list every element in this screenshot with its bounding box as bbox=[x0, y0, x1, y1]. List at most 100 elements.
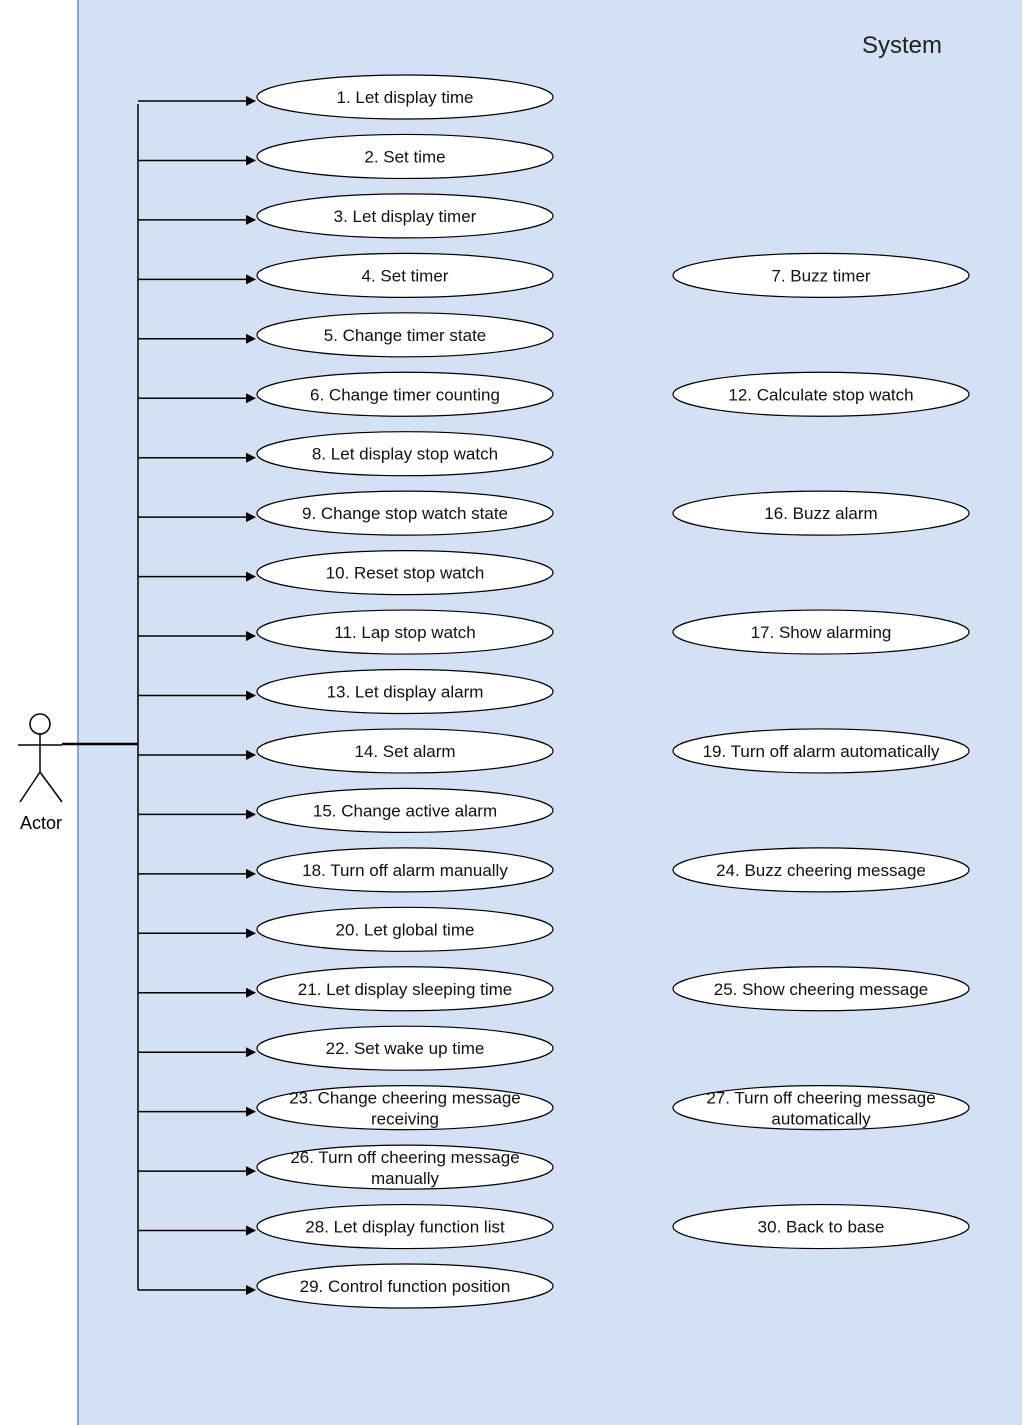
use-case-ellipse bbox=[672, 1203, 970, 1250]
use-case-ellipse bbox=[256, 1085, 554, 1131]
system-boundary bbox=[77, 0, 1022, 1425]
use-case-label: 21. Let display sleeping time bbox=[298, 980, 513, 999]
use-case-label: 17. Show alarming bbox=[751, 623, 892, 642]
use-case-right[interactable]: 19. Turn off alarm automatically bbox=[672, 728, 970, 774]
use-case-ellipse bbox=[672, 847, 970, 893]
use-case-right[interactable]: 12. Calculate stop watch bbox=[672, 371, 970, 417]
use-case-left[interactable]: 21. Let display sleeping time bbox=[256, 966, 554, 1012]
use-case-left[interactable]: 10. Reset stop watch bbox=[256, 549, 554, 596]
use-case-label: 24. Buzz cheering message bbox=[716, 861, 926, 880]
use-case-label: 2. Set time bbox=[364, 147, 445, 166]
use-case-ellipse bbox=[672, 1085, 970, 1131]
use-case-label: 5. Change timer state bbox=[324, 326, 487, 345]
use-case-left[interactable]: 14. Set alarm bbox=[256, 728, 554, 774]
use-case-right[interactable]: 17. Show alarming bbox=[672, 609, 970, 655]
use-case-label: 15. Change active alarm bbox=[313, 801, 497, 820]
use-case-ellipse bbox=[256, 371, 554, 417]
use-case-left[interactable]: 2. Set time bbox=[256, 133, 554, 180]
use-case-ellipse bbox=[256, 787, 554, 834]
use-case-left[interactable]: 20. Let global time bbox=[256, 906, 554, 952]
use-case-ellipse bbox=[256, 490, 554, 536]
use-case-ellipse bbox=[672, 490, 970, 536]
use-case-left[interactable]: 13. Let display alarm bbox=[256, 668, 554, 715]
use-case-label: 19. Turn off alarm automatically bbox=[703, 742, 940, 761]
use-case-label: 12. Calculate stop watch bbox=[728, 385, 913, 404]
use-case-ellipse bbox=[256, 549, 554, 596]
use-case-left[interactable]: 23. Change cheering message receiving bbox=[256, 1085, 554, 1131]
use-case-label: 20. Let global time bbox=[336, 920, 475, 939]
use-case-label: 6. Change timer counting bbox=[310, 385, 500, 404]
use-case-ellipse bbox=[256, 966, 554, 1012]
use-case-label: 4. Set timer bbox=[362, 266, 449, 285]
use-case-left[interactable]: 15. Change active alarm bbox=[256, 787, 554, 834]
use-case-label: 23. Change cheering message bbox=[289, 1089, 521, 1108]
use-case-ellipse bbox=[256, 1263, 554, 1309]
use-case-right[interactable]: 7. Buzz timer bbox=[672, 252, 970, 298]
use-case-ellipse bbox=[256, 668, 554, 715]
actor[interactable] bbox=[18, 713, 63, 803]
use-case-ellipse bbox=[256, 728, 554, 774]
use-case-label: 14. Set alarm bbox=[354, 742, 455, 761]
use-case-ellipse bbox=[672, 252, 970, 298]
use-case-label: 26. Turn off cheering message bbox=[290, 1148, 519, 1167]
use-case-ellipse bbox=[256, 74, 554, 120]
use-case-left[interactable]: 3. Let display timer bbox=[256, 193, 554, 239]
use-case-left[interactable]: 8. Let display stop watch bbox=[256, 431, 554, 477]
use-case-ellipse bbox=[256, 431, 554, 477]
actor-head bbox=[29, 713, 51, 735]
actor-label: Actor bbox=[20, 813, 62, 833]
use-case-label: 22. Set wake up time bbox=[326, 1039, 485, 1058]
use-case-left[interactable]: 5. Change timer state bbox=[256, 312, 554, 358]
use-case-label: 11. Lap stop watch bbox=[334, 623, 475, 642]
use-case-label: 30. Back to base bbox=[758, 1218, 885, 1237]
use-case-ellipse bbox=[672, 966, 970, 1012]
use-case-right[interactable]: 30. Back to base bbox=[672, 1203, 970, 1250]
use-case-ellipse bbox=[256, 193, 554, 239]
use-case-left[interactable]: 18. Turn off alarm manually bbox=[256, 847, 554, 893]
use-case-right[interactable]: 27. Turn off cheering message automatical… bbox=[672, 1085, 970, 1131]
use-case-right[interactable]: 16. Buzz alarm bbox=[672, 490, 970, 536]
use-case-label: receiving bbox=[371, 1110, 439, 1129]
use-case-ellipse bbox=[256, 906, 554, 952]
use-case-label: 28. Let display function list bbox=[305, 1218, 505, 1237]
actor-right-leg bbox=[39, 771, 63, 803]
use-case-left[interactable]: 29. Control function position bbox=[256, 1263, 554, 1309]
use-case-left[interactable]: 4. Set timer bbox=[256, 252, 554, 298]
use-case-ellipse bbox=[672, 609, 970, 655]
use-case-right[interactable]: 25. Show cheering message bbox=[672, 966, 970, 1012]
actor-label-background bbox=[19, 812, 63, 833]
use-case-label: 25. Show cheering message bbox=[714, 980, 929, 999]
use-case-left[interactable]: 26. Turn off cheering message manually bbox=[256, 1144, 554, 1190]
use-case-ellipse bbox=[256, 133, 554, 180]
use-case-left[interactable]: 11. Lap stop watch bbox=[256, 609, 554, 655]
use-case-label: 18. Turn off alarm manually bbox=[302, 861, 508, 880]
use-case-label: 7. Buzz timer bbox=[771, 266, 871, 285]
use-case-label: 27. Turn off cheering message bbox=[706, 1089, 935, 1108]
use-case-left[interactable]: 1. Let display time bbox=[256, 74, 554, 120]
use-case-label: 16. Buzz alarm bbox=[764, 504, 877, 523]
use-case-label: 8. Let display stop watch bbox=[312, 445, 498, 464]
use-case-left[interactable]: 6. Change timer counting bbox=[256, 371, 554, 417]
use-case-label: automatically bbox=[771, 1110, 871, 1129]
use-case-left[interactable]: 9. Change stop watch state bbox=[256, 490, 554, 536]
use-case-left[interactable]: 28. Let display function list bbox=[256, 1203, 554, 1250]
use-case-ellipse bbox=[256, 1025, 554, 1071]
system-label: System bbox=[862, 32, 942, 59]
left-use-cases: 1. Let display time 2. Set time 3. Let dis… bbox=[256, 74, 554, 1309]
use-case-label: manually bbox=[371, 1169, 440, 1188]
use-case-left[interactable]: 22. Set wake up time bbox=[256, 1025, 554, 1071]
use-case-label: 1. Let display time bbox=[336, 88, 473, 107]
use-case-ellipse bbox=[672, 371, 970, 417]
use-case-label: 3. Let display timer bbox=[334, 207, 477, 226]
connectors bbox=[62, 96, 256, 1295]
use-case-ellipse bbox=[256, 609, 554, 655]
use-case-ellipse bbox=[256, 1144, 554, 1190]
actor-left-leg bbox=[19, 771, 41, 803]
use-case-right[interactable]: 24. Buzz cheering message bbox=[672, 847, 970, 893]
use-case-ellipse bbox=[256, 252, 554, 298]
use-case-label: 10. Reset stop watch bbox=[326, 564, 485, 583]
right-use-cases: 7. Buzz timer 12. Calculate stop watch 16.… bbox=[672, 252, 970, 1250]
use-case-ellipse bbox=[256, 847, 554, 893]
use-case-label: 13. Let display alarm bbox=[327, 683, 484, 702]
